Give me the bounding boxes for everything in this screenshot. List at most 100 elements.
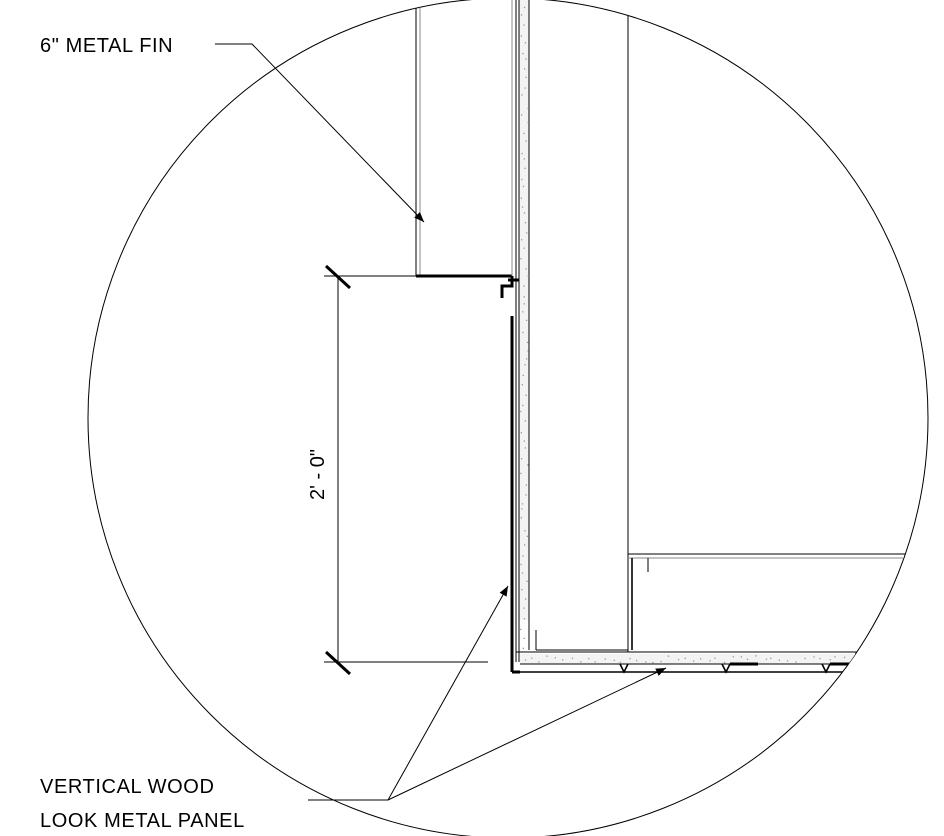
insulation-speck	[521, 178, 523, 181]
dimension-text: 2' - 0"	[307, 449, 329, 500]
insulation-speck	[523, 6, 526, 9]
insulation-speck	[523, 618, 526, 620]
soffit-speck	[580, 661, 582, 663]
insulation-speck	[520, 258, 522, 260]
insulation-speck	[526, 232, 528, 234]
soffit-speck	[604, 658, 606, 660]
insulation-speck	[523, 247, 525, 249]
insulation-speck	[520, 197, 522, 199]
soffit-speck	[619, 661, 622, 664]
soffit-speck	[546, 655, 548, 657]
soffit-speck	[819, 657, 821, 660]
insulation-speck	[524, 420, 526, 422]
insulation-speck	[522, 647, 524, 649]
soffit-speck	[917, 655, 919, 657]
insulation-speck	[525, 76, 527, 79]
insulation-speck	[521, 152, 523, 155]
insulation-speck	[521, 503, 524, 505]
dimension-line	[324, 264, 488, 676]
soffit-speck	[538, 661, 540, 663]
insulation-speck	[526, 535, 528, 537]
insulation-speck	[521, 239, 523, 241]
soffit-speck	[899, 655, 901, 657]
soffit-speck	[594, 661, 596, 663]
soffit-speck	[804, 657, 806, 660]
insulation-speck	[526, 341, 529, 344]
insulation-speck	[524, 222, 527, 224]
soffit-speck	[613, 659, 615, 661]
insulation-speck	[520, 628, 522, 631]
soffit-speck	[588, 658, 590, 660]
insulation-speck	[521, 94, 523, 96]
insulation-speck	[522, 404, 524, 407]
fin-leader	[215, 43, 425, 223]
soffit-speck	[866, 660, 868, 662]
insulation-speck	[523, 158, 525, 160]
insulation-speck	[525, 140, 527, 142]
insulation-speck	[523, 24, 525, 26]
soffit-speck	[829, 659, 831, 661]
soffit-speck	[660, 660, 662, 663]
vertical-metal-panel	[510, 316, 520, 674]
soffit-speck	[891, 656, 893, 658]
insulation-speck	[526, 358, 528, 360]
insulation-speck	[524, 68, 526, 70]
soffit-speck	[667, 655, 670, 657]
insulation-speck	[525, 394, 527, 396]
soffit-speck	[700, 658, 702, 660]
insulation-speck	[524, 42, 526, 44]
fin-note-label: 6" METAL FIN	[40, 35, 173, 57]
soffit-speck	[746, 658, 749, 660]
soffit-speck	[723, 661, 726, 664]
insulation-speck	[520, 517, 522, 519]
insulation-speck	[527, 464, 529, 466]
insulation-speck	[527, 121, 529, 124]
insulation-speck	[523, 296, 525, 298]
soffit-speck	[554, 657, 556, 659]
detail-contents	[415, 0, 942, 674]
soffit-speck	[652, 661, 654, 664]
soffit-speck	[770, 657, 772, 659]
insulation-speck	[522, 555, 524, 557]
insulation-speck	[521, 114, 523, 116]
insulation-speck	[521, 572, 524, 574]
insulation-speck	[521, 508, 523, 510]
insulation-speck	[524, 544, 526, 546]
soffit-speck	[795, 661, 797, 663]
insulation-speck	[524, 167, 526, 169]
soffit-speck	[562, 659, 564, 661]
insulation-speck	[523, 303, 525, 305]
soffit-speck	[524, 659, 527, 661]
insulation-speck	[520, 14, 523, 16]
soffit-speck	[885, 655, 887, 657]
soffit-speck	[571, 657, 574, 659]
insulation-speck	[527, 107, 529, 110]
panel-note-line2: LOOK METAL PANEL	[40, 810, 245, 832]
insulation-speck	[523, 132, 525, 135]
soffit-speck	[778, 659, 780, 661]
soffit-speck	[765, 658, 768, 660]
soffit-speck	[786, 660, 789, 662]
insulation-speck	[523, 285, 525, 287]
detail-boundary-circle	[87, 0, 929, 836]
insulation-speck	[524, 87, 526, 89]
soffit-speck	[693, 660, 695, 662]
panel-leader	[308, 585, 667, 801]
insulation-speck	[527, 275, 529, 277]
wall-stud-cavity	[535, 0, 928, 652]
soffit-speck	[941, 658, 942, 659]
insulation-speckles	[520, 6, 529, 649]
soffit-speck	[629, 657, 631, 660]
insulation-speck	[525, 268, 527, 270]
soffit-speck	[740, 656, 742, 658]
insulation-speck	[525, 58, 527, 60]
soffit-speck	[531, 657, 533, 659]
insulation-speck	[522, 331, 524, 334]
insulation-speck	[527, 350, 529, 352]
insulation-speck	[526, 580, 528, 582]
soffit-speck	[714, 657, 716, 659]
insulation-speck	[523, 637, 525, 639]
insulation-speck	[525, 319, 528, 321]
metal-fin	[415, 0, 522, 316]
